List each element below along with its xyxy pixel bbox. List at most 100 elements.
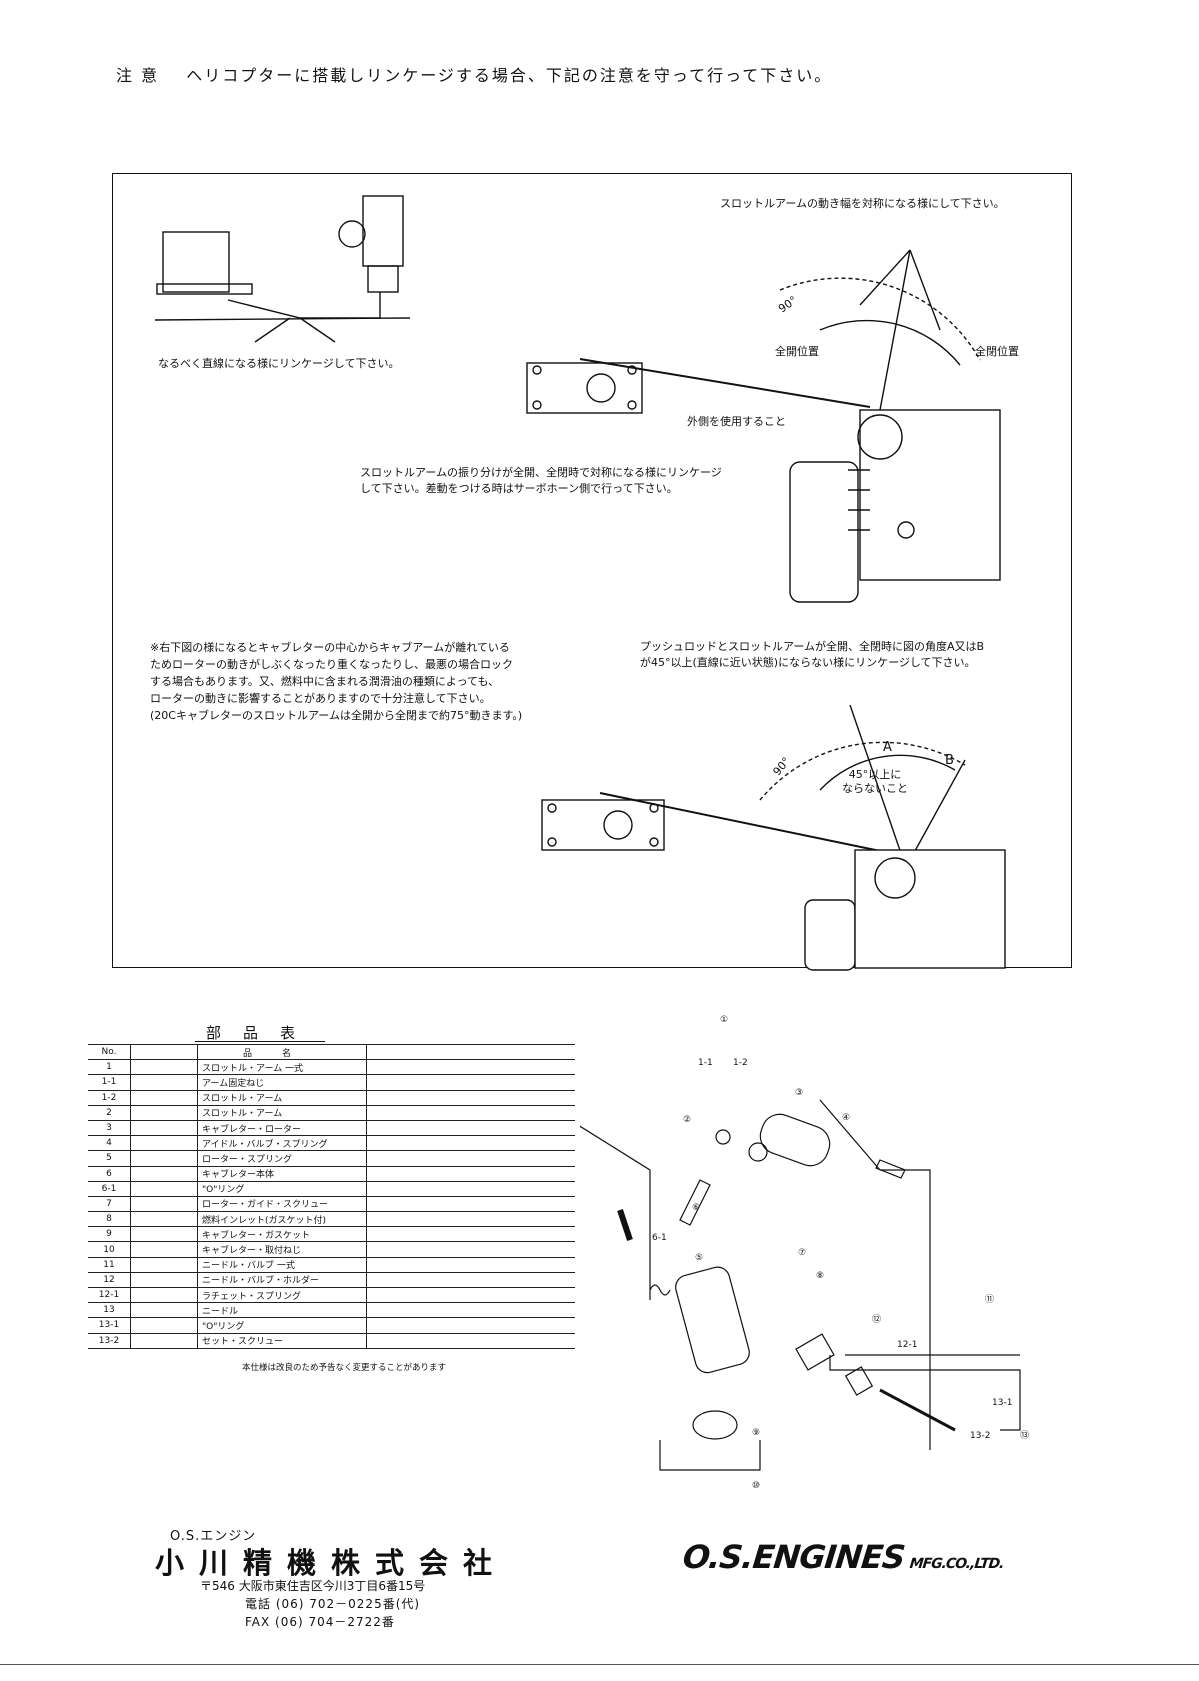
part-blank-cell [130, 1195, 198, 1213]
part-name: キャブレター・取付ねじ [197, 1241, 367, 1258]
part-blank-cell [130, 1332, 198, 1349]
leader-left [580, 1125, 651, 1300]
servo-middle [526, 362, 643, 414]
caution-text: ヘリコプターに搭載しリンケージする場合、下記の注意を守って行って下さい。 [186, 66, 833, 85]
note-symmetric-arm: スロットルアームの動き幅を対称になる様にして下さい。 [720, 197, 1005, 210]
servo-bottom [541, 799, 665, 851]
part-extra-cell [366, 1089, 575, 1106]
part-number: 12 [88, 1271, 131, 1289]
angle-note-line-1: プッシュロッドとスロットルアームが全開、全閉時に図の角度A又はB [640, 640, 985, 653]
part-name: ローター・ガイド・スクリュー [197, 1195, 367, 1213]
callout-1-2: 1-2 [733, 1058, 748, 1068]
part-number: 7 [88, 1195, 131, 1213]
part-name: ローター・スプリング [197, 1150, 367, 1167]
angle-note: プッシュロッドとスロットルアームが全開、全閉時に図の角度A又はB が45°以上(… [640, 639, 984, 671]
part-number: 1 [88, 1059, 131, 1076]
company-name: 小川精機株式会社 [155, 1546, 508, 1580]
part-blank-cell [130, 1302, 198, 1319]
part-name: 燃料インレット(ガスケット付) [197, 1211, 367, 1228]
callout-9: ⑨ [752, 1428, 760, 1438]
part-extra-cell [366, 1195, 575, 1213]
part-name: キャブレター・ローター [197, 1119, 367, 1137]
warning-line-1: ※右下図の様になるとキャブレターの中心からキャブアームが離れている [150, 641, 510, 654]
part-extra-cell [366, 1104, 575, 1121]
pushrod-bottom [599, 792, 886, 853]
col-no-header: No. [88, 1043, 131, 1061]
linkage-diagram-panel [112, 173, 1072, 968]
carb-middle [857, 414, 903, 460]
company-contact: 〒546 大阪市東住吉区今川3丁目6番15号 電話 (06) 702－0225番… [200, 1577, 425, 1631]
part-name: ニードル・バルブ 一式 [197, 1256, 367, 1273]
part-blank-cell [130, 1271, 198, 1289]
callout-7: ⑦ [798, 1248, 806, 1258]
outer-hole-label: 外側を使用すること [687, 415, 786, 428]
parts-row: 8 燃料インレット(ガスケット付) [88, 1211, 575, 1228]
parts-row: 10 キャブレター・取付ねじ [88, 1241, 575, 1258]
carb-inlet [338, 220, 366, 248]
part-name: ニードル [197, 1302, 367, 1319]
part-extra-cell [366, 1150, 575, 1167]
note-arm-split: スロットルアームの振り分けが全開、全閉時で対称になる様にリンケージ して下さい。… [360, 465, 722, 497]
part-extra-cell [366, 1241, 575, 1258]
linkage-diagram-illustration [154, 195, 1006, 971]
part-number: 10 [88, 1241, 131, 1258]
parts-disclaimer: 本仕様は改良のため予告なく変更することがあります [242, 1363, 447, 1373]
part-number: 8 [88, 1211, 131, 1228]
needle-holder [795, 1333, 835, 1371]
part-number: 13-2 [88, 1332, 131, 1349]
warning-note: ※右下図の様になるとキャブレターの中心からキャブアームが離れている ためローター… [150, 639, 522, 724]
brand-logo-sub: MFG.CO.,LTD. [908, 1556, 1005, 1572]
part-name: ニードル・バルブ・ホルダー [197, 1271, 367, 1289]
callout-13: ⑬ [1020, 1430, 1029, 1441]
callout-5: ⑤ [695, 1253, 703, 1263]
callout-3: ③ [795, 1088, 803, 1098]
callout-8: ⑧ [816, 1271, 824, 1281]
parts-row: 11 ニードル・バルブ 一式 [88, 1256, 575, 1273]
part-number: 13 [88, 1302, 131, 1319]
part-blank-cell [130, 1286, 198, 1304]
part-blank-cell [130, 1135, 198, 1152]
callout-2: ② [683, 1115, 691, 1125]
part-extra-cell [366, 1317, 575, 1334]
part-name: キャブレター本体 [197, 1165, 367, 1182]
angle-45-label: 45°以上に ならないこと [842, 768, 908, 796]
pushrod-straight [227, 292, 381, 319]
part-number: 9 [88, 1226, 131, 1243]
arc-90-top [779, 277, 981, 361]
callout-12: ⑫ [872, 1314, 881, 1325]
part-extra-cell [366, 1286, 575, 1304]
part-blank-cell [130, 1256, 198, 1273]
servo-horn-hub [586, 373, 616, 403]
full-close-label: 全閉位置 [975, 345, 1019, 358]
part-number: 12-1 [88, 1286, 131, 1304]
part-number: 1-2 [88, 1089, 131, 1106]
brand-logo-main: O.S.ENGINES [681, 1538, 907, 1576]
part-number: 1-1 [88, 1074, 131, 1091]
angle-note-line-2: が45°以上(直線に近い状態)にならない様にリンケージして下さい。 [640, 656, 976, 669]
part-number: 11 [88, 1256, 131, 1273]
part-extra-cell [366, 1180, 575, 1197]
warning-line-4: ローターの動きに影響することがありますので十分注意して下さい。 [150, 692, 491, 705]
parts-table-title: 部品表 [206, 1024, 318, 1042]
servo-body [162, 231, 230, 293]
callout-11: ⑪ [985, 1294, 994, 1305]
part-blank-cell [130, 1241, 198, 1258]
bottom-rule [0, 1664, 1199, 1665]
part-blank-cell [130, 1211, 198, 1228]
part-extra-cell [366, 1302, 575, 1319]
part-blank-cell [130, 1059, 198, 1076]
carb-throttle-base [367, 265, 399, 293]
company-subtitle: O.S.エンジン [170, 1529, 257, 1544]
angle-b-label: B [945, 753, 954, 768]
caution-heading: 注 意 ヘリコプターに搭載しリンケージする場合、下記の注意を守って行って下さい。 [116, 62, 832, 86]
part-blank-cell [130, 1119, 198, 1137]
